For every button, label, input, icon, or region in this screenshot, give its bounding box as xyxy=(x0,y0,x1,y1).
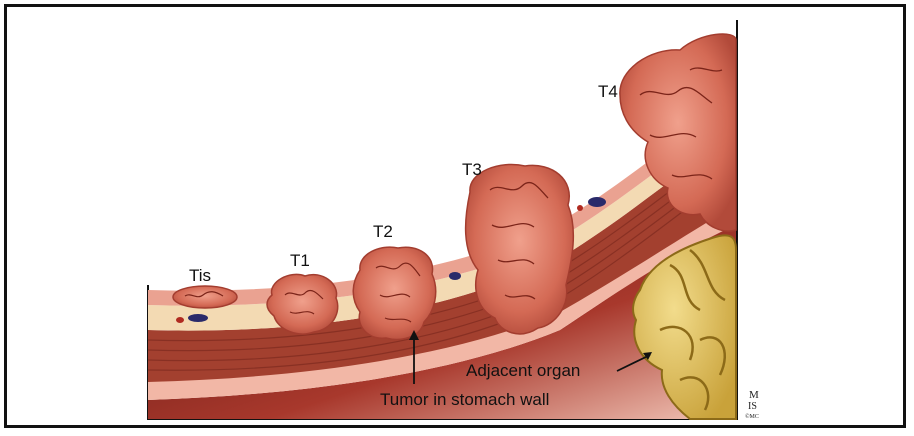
tumor-tis xyxy=(173,286,237,308)
label-tis: Tis xyxy=(189,266,211,285)
tumor-t2 xyxy=(353,247,435,339)
label-t2: T2 xyxy=(373,222,393,241)
mayo-signature-mark: M IS ©MC xyxy=(745,389,759,420)
label-t3: T3 xyxy=(462,160,482,179)
label-tumor-in-stomach-wall: Tumor in stomach wall xyxy=(380,390,549,409)
label-t1: T1 xyxy=(290,251,310,270)
signature-line3: ©MC xyxy=(745,413,759,420)
signature-line2: IS xyxy=(748,401,757,412)
signature-line1: M xyxy=(749,389,759,401)
label-adjacent-organ: Adjacent organ xyxy=(466,361,580,380)
label-t4: T4 xyxy=(598,82,618,101)
